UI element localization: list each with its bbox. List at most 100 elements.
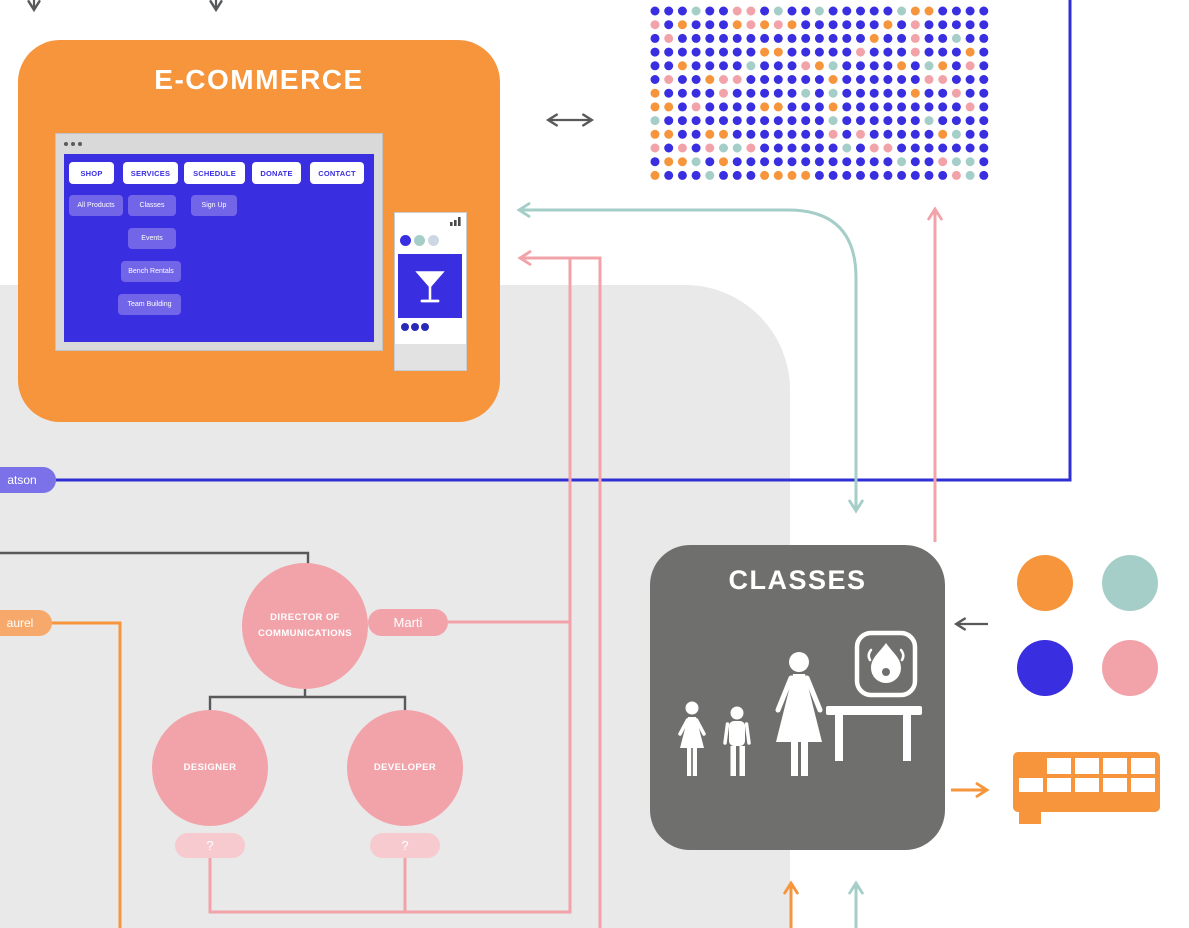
mosaic-dot <box>965 47 975 57</box>
mosaic-dot <box>650 116 660 126</box>
mosaic-dot <box>965 75 975 84</box>
mosaic-dot <box>979 116 989 126</box>
mosaic-dot <box>814 47 824 57</box>
mosaic-dot <box>814 157 824 167</box>
window-dots-icon <box>64 142 68 146</box>
nav-button-services[interactable]: SERVICES <box>123 162 178 184</box>
nav-button-donate[interactable]: DONATE <box>252 162 301 184</box>
mosaic-dot <box>979 88 989 98</box>
mosaic-dot <box>691 75 701 84</box>
mosaic-dot <box>801 20 811 30</box>
sub-button-team-building[interactable]: Team Building <box>118 294 181 315</box>
mosaic-dot <box>677 75 687 84</box>
mosaic-dot <box>650 157 660 167</box>
mosaic-dot <box>691 88 701 98</box>
mosaic-dot <box>650 75 660 84</box>
mosaic-dot <box>814 75 824 84</box>
mosaic-dot <box>773 116 783 126</box>
mosaic-dot <box>938 47 948 57</box>
mosaic-dot <box>897 143 907 153</box>
mosaic-dot <box>979 33 989 43</box>
mosaic-dot <box>760 129 770 139</box>
mosaic-dot <box>677 88 687 98</box>
mosaic-dot <box>719 88 728 98</box>
mosaic-dot <box>814 170 824 180</box>
mosaic-dot <box>760 6 770 16</box>
mosaic-dot <box>869 6 879 16</box>
mosaic-dot <box>842 47 852 57</box>
mosaic-dot <box>842 116 852 126</box>
nav-button-schedule[interactable]: SCHEDULE <box>184 162 245 184</box>
mosaic-dot <box>773 75 783 84</box>
mosaic-dot <box>842 102 852 112</box>
mosaic-dot <box>760 116 770 126</box>
mosaic-dot <box>732 143 742 153</box>
mosaic-dot <box>677 6 687 16</box>
mosaic-dot <box>910 6 920 16</box>
mosaic-dot <box>664 75 674 84</box>
mosaic-dot <box>719 6 728 16</box>
mosaic-dot <box>924 6 934 16</box>
mosaic-dot <box>801 47 811 57</box>
phone-mockup <box>394 212 467 371</box>
mosaic-dot <box>869 75 879 84</box>
nav-button-shop[interactable]: SHOP <box>69 162 114 184</box>
mosaic-dot <box>691 6 701 16</box>
mosaic-dot <box>746 102 756 112</box>
palette-swatch-blue <box>1017 640 1073 696</box>
mosaic-dot <box>787 33 797 43</box>
name-tag-watson: atson <box>0 467 56 493</box>
mosaic-dot <box>719 61 728 71</box>
browser-content: SHOP SERVICES SCHEDULE DONATE CONTACT Al… <box>64 154 374 342</box>
mosaic-dot <box>938 102 948 112</box>
sub-button-classes[interactable]: Classes <box>128 195 176 216</box>
mosaic-dot <box>719 75 728 84</box>
mosaic-dot <box>883 143 893 153</box>
mosaic-dot <box>828 102 838 112</box>
mosaic-dot <box>979 170 989 180</box>
window-dots-icon <box>78 142 82 146</box>
sub-button-sign-up[interactable]: Sign Up <box>191 195 237 216</box>
mosaic-dot <box>705 47 715 57</box>
mosaic-dot <box>965 61 975 71</box>
mosaic-dot <box>965 88 975 98</box>
mosaic-dot <box>910 20 920 30</box>
mosaic-dot <box>828 170 838 180</box>
mosaic-dot <box>924 20 934 30</box>
sub-button-events[interactable]: Events <box>128 228 176 249</box>
mosaic-dot <box>801 6 811 16</box>
mosaic-dot <box>951 75 961 84</box>
sub-button-bench-rentals[interactable]: Bench Rentals <box>121 261 181 282</box>
mosaic-dot <box>787 61 797 71</box>
sub-button-all-products[interactable]: All Products <box>69 195 123 216</box>
mosaic-dot <box>828 20 838 30</box>
palette-swatch-pink <box>1102 640 1158 696</box>
mosaic-dot <box>828 33 838 43</box>
mosaic-dot <box>965 116 975 126</box>
mosaic-dot <box>801 61 811 71</box>
nav-button-contact[interactable]: CONTACT <box>310 162 364 184</box>
mosaic-dot <box>814 33 824 43</box>
mosaic-dot <box>787 47 797 57</box>
mosaic-dot <box>691 102 701 112</box>
mosaic-dot <box>856 143 865 153</box>
mosaic-dot <box>664 102 674 112</box>
mosaic-dot <box>760 61 770 71</box>
mosaic-dot <box>897 20 907 30</box>
mosaic-dot <box>951 88 961 98</box>
mosaic-dot <box>897 75 907 84</box>
mosaic-dot <box>773 143 783 153</box>
mosaic-dot <box>938 170 948 180</box>
mosaic-dot <box>965 33 975 43</box>
mosaic-dot <box>938 75 948 84</box>
mosaic-dot <box>746 61 756 71</box>
mosaic-dot <box>897 116 907 126</box>
mosaic-dot <box>773 47 783 57</box>
mosaic-dot <box>924 47 934 57</box>
developer-name-tag: ? <box>370 833 440 858</box>
mosaic-dot <box>814 88 824 98</box>
mosaic-dot <box>979 47 989 57</box>
mosaic-dot <box>719 20 728 30</box>
mosaic-dot <box>883 116 893 126</box>
mosaic-dot <box>664 61 674 71</box>
